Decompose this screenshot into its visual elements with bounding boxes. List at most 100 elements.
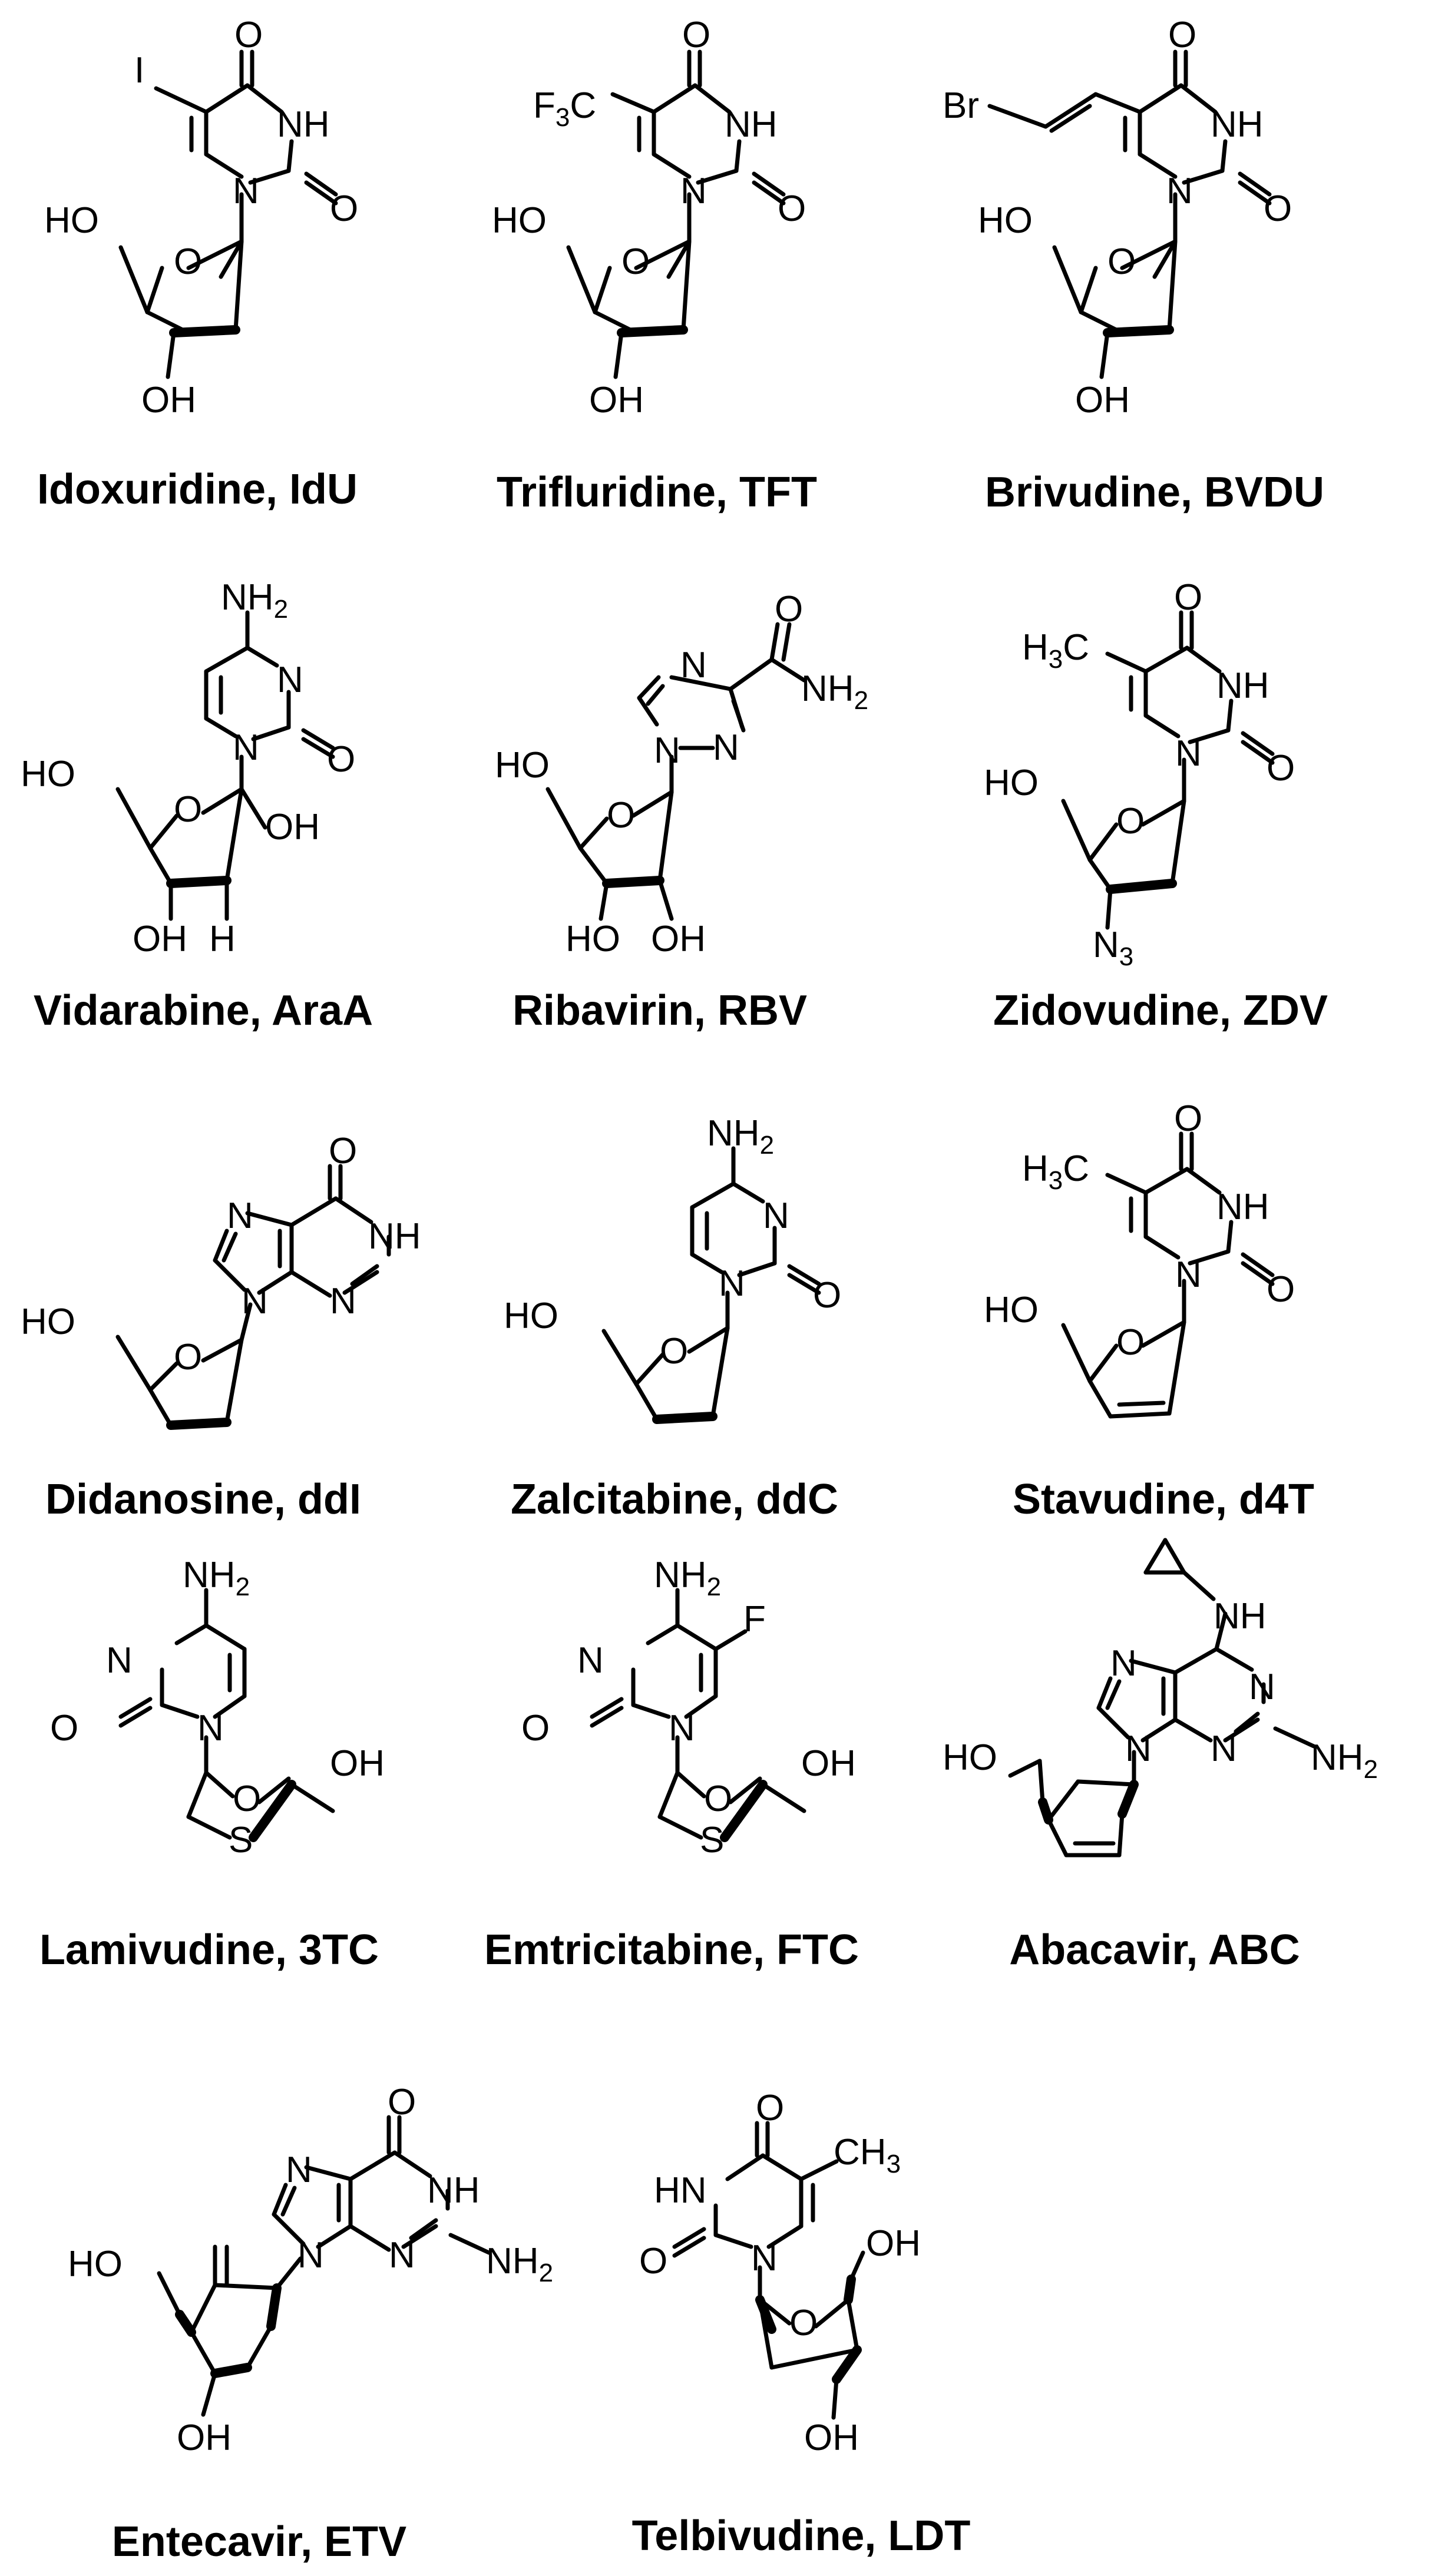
atom-o: O: [1168, 15, 1196, 55]
atom-o: O: [1264, 188, 1292, 229]
atom-nh2: NH2: [1311, 1737, 1378, 1784]
atom-s: S: [700, 1820, 724, 1860]
atom-n: N: [197, 1708, 224, 1749]
caption-zalcitabine: Zalcitabine, ddC: [511, 1476, 838, 1523]
structure-trifluridine: O NH O N F3C O HO OH: [492, 15, 806, 420]
atom-o: O: [329, 1131, 357, 1171]
atom-ho: HO: [21, 754, 75, 794]
atom-o: O: [1174, 577, 1202, 618]
structure-stavudine: O NH O N H3C O HO: [984, 1098, 1295, 1419]
atom-oh: OH: [265, 807, 320, 847]
atom-n: N: [242, 1281, 268, 1322]
atom-ho: HO: [21, 1302, 75, 1342]
caption-telbivudine: Telbivudine, LDT: [632, 2512, 971, 2560]
atom-o: O: [1267, 748, 1295, 789]
atom-nh2: NH2: [183, 1555, 250, 1601]
atom-ch3: H3C: [1022, 627, 1089, 674]
structure-telbivudine: O HN O N CH3 O OH OH: [639, 2088, 921, 2458]
structure-idoxuridine: O NH O N I O HO OH: [44, 15, 358, 420]
atom-n: N: [763, 1196, 789, 1236]
atom-oh: OH: [801, 1743, 856, 1784]
atom-oh: OH: [589, 380, 644, 420]
atom-oh: OH: [141, 380, 196, 420]
atom-ring-o: O: [660, 1331, 688, 1372]
atom-n3: N3: [1093, 925, 1133, 971]
structure-didanosine: O NH N N N O HO: [21, 1131, 421, 1430]
atom-o: O: [1174, 1098, 1202, 1139]
atom-oh: OH: [1075, 380, 1130, 420]
atom-n: N: [1211, 1729, 1237, 1769]
atom-n: N: [277, 660, 303, 700]
atom-o: O: [388, 2082, 416, 2123]
structure-brivudine: O NH O N Br O HO OH: [943, 15, 1292, 420]
atom-ring-o: O: [789, 2303, 818, 2343]
atom-o: O: [521, 1708, 550, 1749]
atom-ho: HO: [495, 745, 550, 786]
atom-o: O: [1267, 1269, 1295, 1310]
atom-n: N: [389, 2235, 415, 2276]
atom-ring-o: O: [1107, 241, 1136, 282]
atom-n: N: [680, 171, 707, 211]
atom-n: N: [751, 2238, 778, 2279]
caption-zidovudine: Zidovudine, ZDV: [993, 987, 1328, 1034]
atom-ch3: H3C: [1022, 1148, 1089, 1195]
atom-n: N: [297, 2235, 324, 2276]
atom-nh2: NH2: [221, 577, 288, 624]
atom-n: N: [577, 1640, 604, 1681]
atom-oh: OH: [177, 2418, 232, 2458]
atom-br: Br: [943, 85, 979, 126]
atom-nh: NH: [1216, 665, 1269, 706]
atom-n: N: [1175, 1254, 1202, 1295]
atom-o: O: [813, 1275, 841, 1316]
atom-ho: HO: [978, 200, 1033, 241]
structure-ribavirin: N N N O NH2 O HO HO OH: [495, 589, 868, 959]
atom-ring-o: O: [1116, 1322, 1145, 1363]
atom-nh: NH: [277, 104, 330, 145]
atom-ho: HO: [984, 763, 1039, 803]
atom-ring-o: O: [174, 241, 202, 282]
atom-nh: NH: [427, 2170, 480, 2211]
atom-n: N: [286, 2150, 312, 2190]
atom-oh: OH: [866, 2223, 921, 2264]
atom-o: O: [778, 188, 806, 229]
atom-nh: NH: [1214, 1596, 1267, 1637]
atom-f: F: [743, 1599, 766, 1640]
structure-zalcitabine: NH2 N O N O HO: [504, 1113, 841, 1424]
caption-ribavirin: Ribavirin, RBV: [512, 987, 807, 1034]
atom-n: N: [227, 1196, 253, 1236]
atom-nh2: NH2: [654, 1555, 721, 1601]
atom-o: O: [50, 1708, 78, 1749]
atom-oh: OH: [651, 919, 706, 959]
atom-n: N: [719, 1263, 745, 1304]
caption-brivudine: Brivudine, BVDU: [985, 469, 1324, 516]
atom-ring-o: O: [174, 789, 202, 830]
structure-entecavir: O NH N N N NH2 HO OH: [68, 2082, 553, 2458]
atom-o: O: [682, 15, 710, 55]
atom-ho: HO: [492, 200, 547, 241]
atom-o: O: [234, 15, 263, 55]
atom-o: O: [756, 2088, 784, 2128]
atom-oh: OH: [804, 2418, 859, 2458]
atom-cf3: F3C: [533, 85, 596, 132]
atom-n: N: [1125, 1729, 1152, 1769]
atom-ring-o: O: [621, 241, 650, 282]
atom-ho: HO: [566, 919, 620, 959]
atom-o: O: [330, 188, 358, 229]
atom-nh2: NH2: [801, 668, 868, 715]
atom-ring-o: O: [174, 1337, 202, 1378]
atom-oh: OH: [330, 1743, 385, 1784]
atom-ho: HO: [504, 1296, 558, 1336]
atom-nh: NH: [725, 104, 778, 145]
atom-s: S: [229, 1820, 253, 1860]
atom-n: N: [1249, 1667, 1275, 1707]
atom-n: N: [669, 1708, 695, 1749]
caption-didanosine: Didanosine, ddI: [45, 1476, 361, 1523]
atom-n: N: [330, 1281, 356, 1322]
caption-vidarabine: Vidarabine, AraA: [34, 987, 373, 1034]
atom-n: N: [680, 645, 707, 686]
structure-lamivudine: NH2 N O N O S OH: [50, 1555, 385, 1860]
atom-nh2: NH2: [486, 2241, 553, 2287]
atom-n: N: [1166, 171, 1193, 211]
caption-lamivudine: Lamivudine, 3TC: [39, 1926, 379, 1974]
